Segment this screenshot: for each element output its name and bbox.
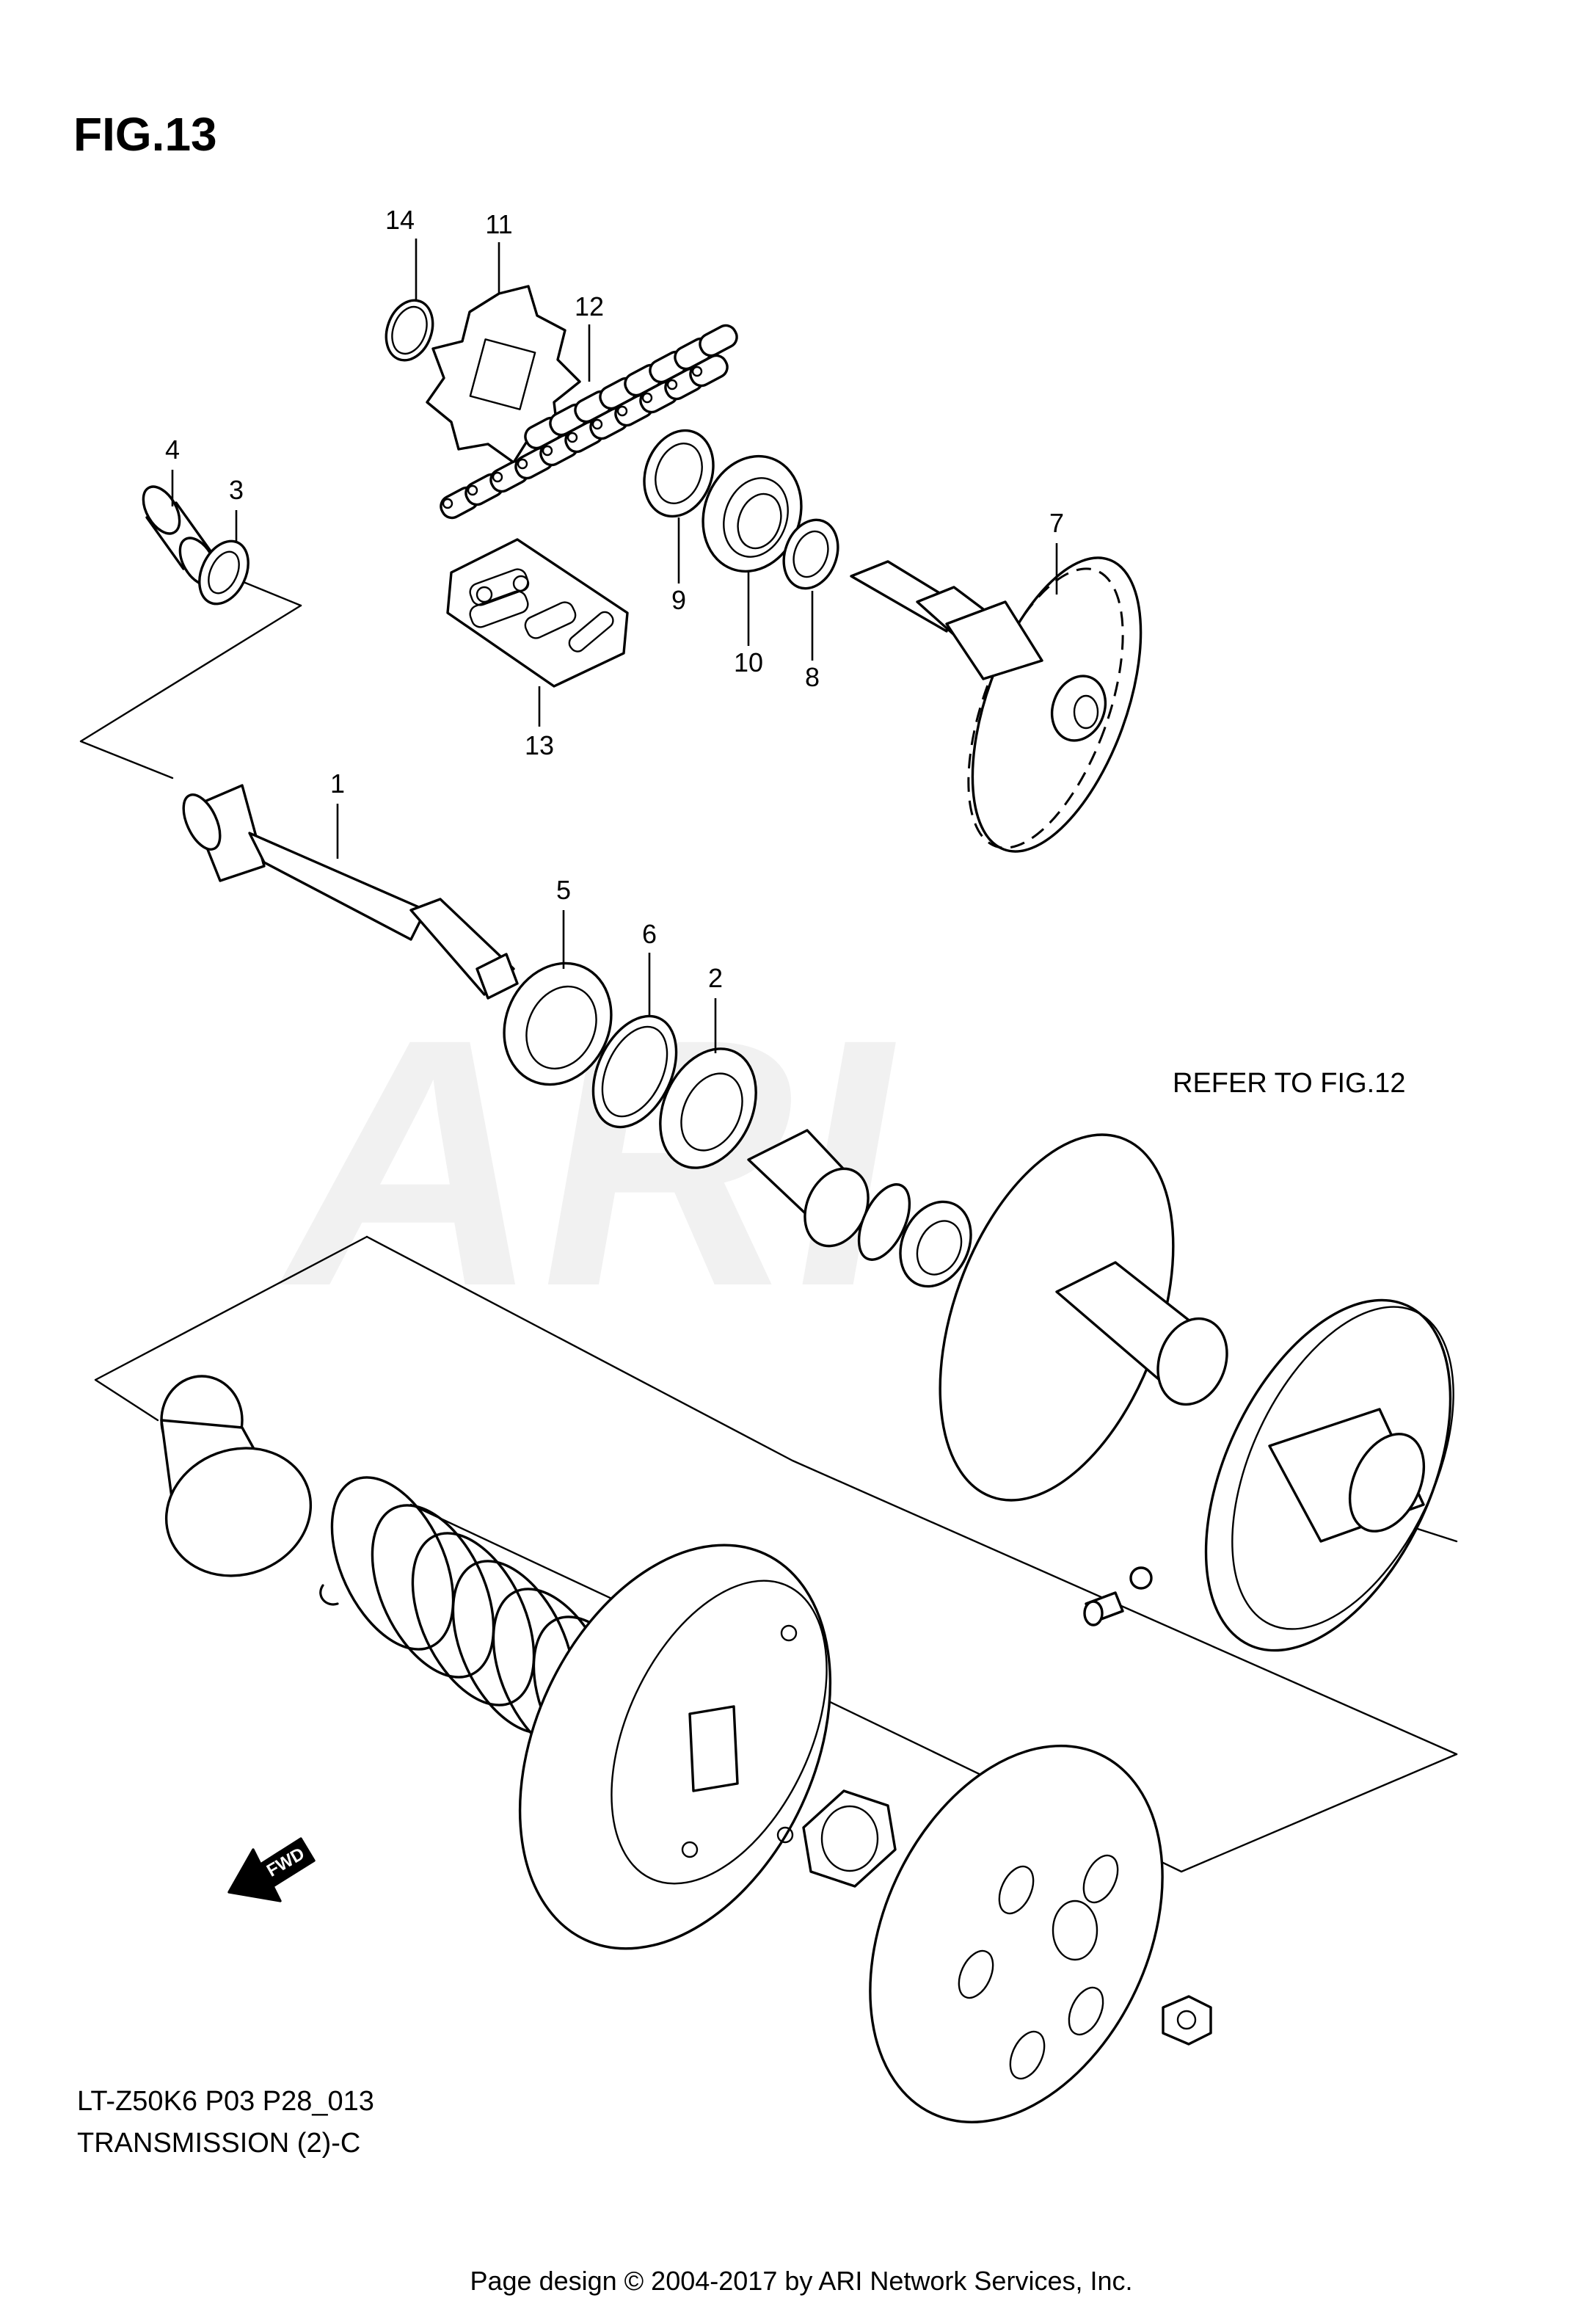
svg-text:10: 10: [734, 647, 763, 677]
figure-title: FIG.13: [73, 108, 217, 161]
svg-text:7: 7: [1049, 508, 1064, 538]
callout-8: 8: [805, 591, 820, 692]
clutch-nut[interactable]: [802, 1789, 897, 1888]
part-9-oil-seal[interactable]: [633, 421, 725, 526]
callout-2: 2: [708, 963, 723, 1053]
part-3-washer[interactable]: [190, 534, 258, 612]
callout-1: 1: [330, 768, 345, 859]
part-12-chain[interactable]: [437, 322, 740, 522]
callout-12: 12: [575, 291, 604, 382]
callout-10: 10: [734, 572, 763, 677]
callout-7: 7: [1049, 508, 1064, 595]
part-7-gear-shaft[interactable]: [850, 536, 1175, 873]
clutch-carrier[interactable]: [459, 1495, 892, 1999]
part-14-circlip[interactable]: [378, 294, 440, 366]
small-bearing[interactable]: [887, 1190, 984, 1298]
callout-3: 3: [229, 475, 244, 543]
svg-text:14: 14: [385, 205, 415, 235]
group-outline-upper: [79, 571, 302, 779]
diagram-code: LT-Z50K6 P03 P28_013: [77, 2086, 374, 2117]
section-title: TRANSMISSION (2)-C: [77, 2128, 360, 2159]
part-10-bearing[interactable]: [688, 443, 817, 586]
callout-9: 9: [671, 517, 686, 615]
part-13-chain-joint[interactable]: [446, 538, 629, 688]
group-outline-lower: [94, 1235, 1458, 1873]
part-11-sprocket[interactable]: [426, 285, 581, 464]
small-circlip[interactable]: [848, 1177, 919, 1267]
svg-text:2: 2: [708, 963, 723, 993]
part-2-bearing[interactable]: [642, 1033, 775, 1184]
svg-text:12: 12: [575, 291, 604, 321]
svg-text:5: 5: [556, 875, 571, 905]
svg-text:8: 8: [805, 662, 820, 692]
svg-text:6: 6: [642, 919, 657, 949]
driven-face-movable[interactable]: [1156, 1262, 1500, 1689]
svg-text:3: 3: [229, 475, 244, 505]
callout-11: 11: [485, 209, 513, 294]
svg-text:9: 9: [671, 585, 686, 615]
footer-copyright: Page design © 2004-2017 by ARI Network S…: [470, 2266, 1132, 2296]
driven-face-fixed[interactable]: [895, 1103, 1239, 1532]
part-1-drive-shaft[interactable]: [176, 784, 519, 1000]
svg-text:13: 13: [525, 730, 554, 760]
part-5-bearing[interactable]: [485, 945, 631, 1102]
callout-13: 13: [525, 686, 554, 760]
callout-6: 6: [642, 919, 657, 1017]
svg-text:11: 11: [485, 209, 512, 239]
svg-text:1: 1: [330, 768, 345, 799]
housing-nut[interactable]: [1162, 1995, 1212, 2046]
callout-5: 5: [556, 875, 571, 969]
clutch-housing[interactable]: [813, 1698, 1220, 2170]
svg-text:4: 4: [165, 435, 180, 465]
needle-roller-bearing[interactable]: [747, 1129, 880, 1257]
part-8-washer[interactable]: [775, 512, 848, 596]
guide-pin-and-roller[interactable]: [1083, 1566, 1153, 1626]
refer-note: REFER TO FIG.12: [1173, 1068, 1405, 1099]
spring-seat-collar[interactable]: [148, 1375, 329, 1596]
callout-14: 14: [385, 205, 418, 301]
fwd-arrow-icon: FWD: [227, 1837, 316, 1902]
part-6-circlip[interactable]: [577, 1003, 693, 1140]
callout-4: 4: [165, 435, 180, 506]
